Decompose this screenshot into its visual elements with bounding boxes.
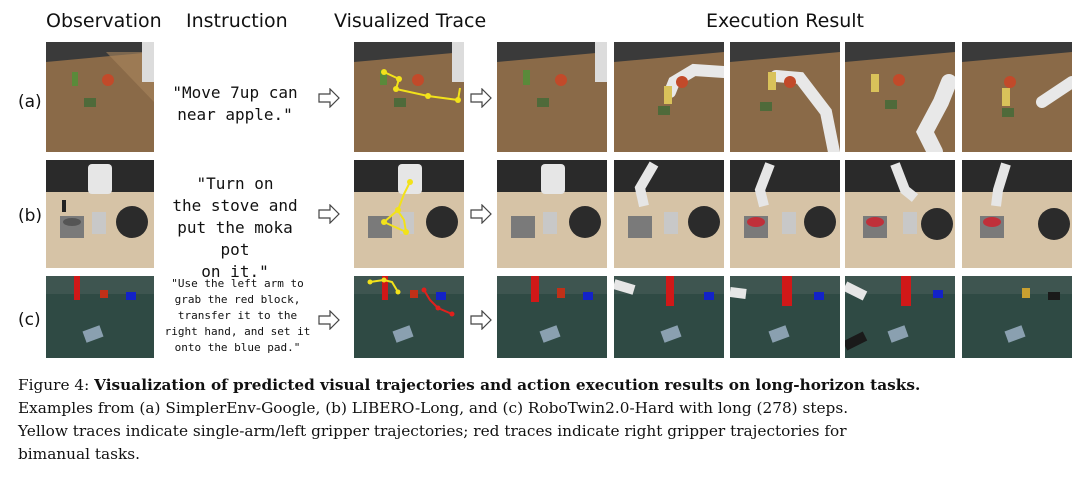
execution-image-a-3 — [730, 42, 840, 152]
hollow-right-arrow-icon — [318, 310, 340, 330]
trace-image-c — [354, 276, 464, 358]
instruction-b: "Turn on the stove and put the moka pot … — [160, 173, 310, 283]
caption-line-2: Examples from (a) SimplerEnv-Google, (b)… — [18, 399, 849, 417]
instruction-c-line: grab the red block, — [174, 293, 301, 306]
execution-image-b-4 — [845, 160, 955, 268]
instruction-b-line: put the moka pot — [177, 218, 293, 259]
caption-line-1: Figure 4: Visualization of predicted vis… — [18, 374, 1068, 397]
header-observation: Observation — [46, 10, 162, 32]
hollow-right-arrow-icon — [470, 310, 492, 330]
execution-image-a-5 — [962, 42, 1072, 152]
instruction-c-line: right hand, and set it — [164, 325, 311, 338]
row-label-c: (c) — [18, 310, 41, 330]
execution-image-c-2 — [614, 276, 724, 358]
trace-image-a — [354, 42, 464, 152]
caption-line-4: bimanual tasks. — [18, 445, 140, 463]
header-visualized-trace: Visualized Trace — [334, 10, 487, 32]
instruction-c-line: "Use the left arm to — [171, 277, 304, 290]
instruction-a-line: near apple." — [177, 105, 293, 124]
instruction-b-line: the stove and — [172, 196, 298, 215]
instruction-c-line: transfer it to the — [177, 309, 298, 322]
execution-image-b-1 — [497, 160, 607, 268]
header-instruction: Instruction — [186, 10, 288, 32]
instruction-b-line: on it." — [201, 262, 269, 281]
execution-image-c-1 — [497, 276, 607, 358]
observation-image-a — [46, 42, 154, 152]
trace-image-b — [354, 160, 464, 268]
instruction-b-line: "Turn on — [196, 174, 274, 193]
instruction-a-line: "Move 7up can — [172, 83, 298, 102]
figure-caption: Figure 4: Visualization of predicted vis… — [18, 374, 1068, 466]
execution-image-b-3 — [730, 160, 840, 268]
row-label-b: (b) — [18, 206, 43, 226]
execution-image-b-5 — [962, 160, 1072, 268]
hollow-right-arrow-icon — [318, 88, 340, 108]
hollow-right-arrow-icon — [470, 88, 492, 108]
instruction-c: "Use the left arm to grab the red block,… — [160, 276, 315, 356]
execution-image-a-1 — [497, 42, 607, 152]
execution-image-c-3 — [730, 276, 840, 358]
instruction-a: "Move 7up can near apple." — [160, 82, 310, 126]
hollow-right-arrow-icon — [318, 204, 340, 224]
execution-image-c-5 — [962, 276, 1072, 358]
row-label-a: (a) — [18, 92, 42, 112]
observation-image-b — [46, 160, 154, 268]
observation-image-c — [46, 276, 154, 358]
hollow-right-arrow-icon — [470, 204, 492, 224]
execution-image-a-2 — [614, 42, 724, 152]
caption-figure-label: Figure 4: — [18, 376, 90, 394]
caption-line-3: Yellow traces indicate single-arm/left g… — [18, 422, 847, 440]
execution-image-b-2 — [614, 160, 724, 268]
instruction-c-line: onto the blue pad." — [174, 341, 301, 354]
execution-image-a-4 — [845, 42, 955, 152]
execution-image-c-4 — [845, 276, 955, 358]
caption-title: Visualization of predicted visual trajec… — [94, 376, 921, 394]
header-execution-result: Execution Result — [706, 10, 864, 32]
